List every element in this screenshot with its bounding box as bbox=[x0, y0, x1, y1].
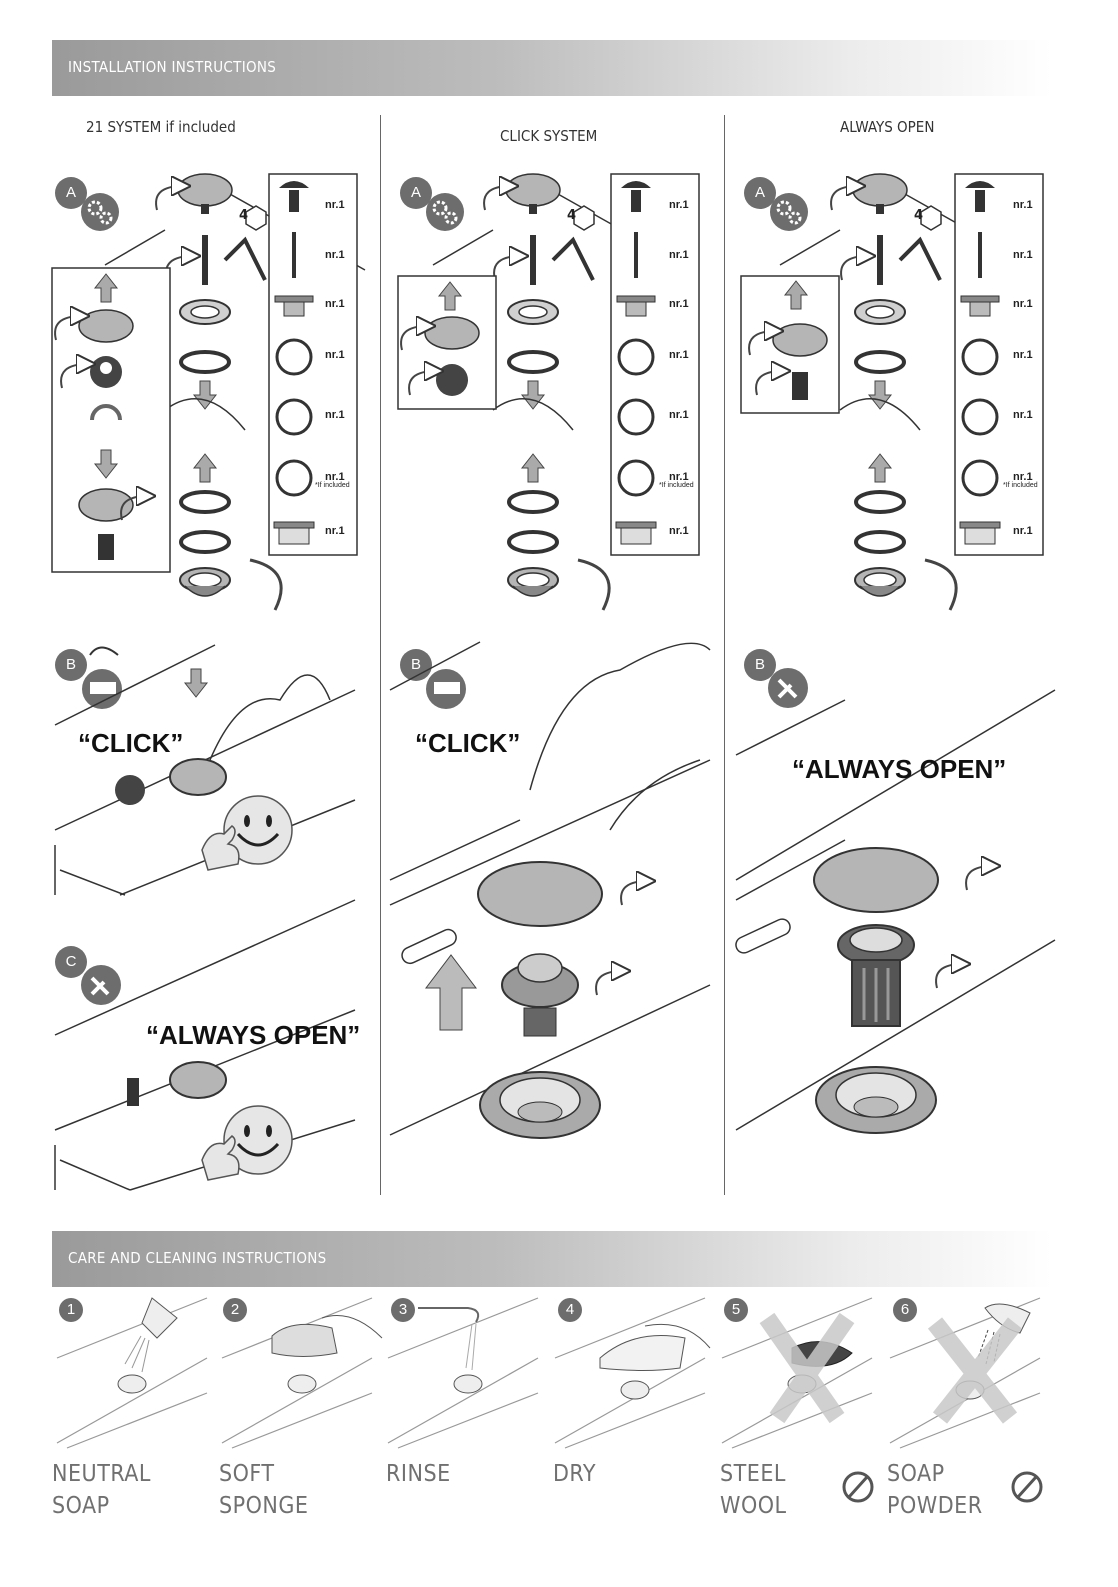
column-divider-2 bbox=[724, 115, 725, 1195]
care-step-label: SOFT SPONGE bbox=[219, 1461, 309, 1519]
column2-step-b bbox=[389, 641, 711, 1139]
care-step-number: 2 bbox=[223, 1298, 247, 1322]
part-quantity-label: nr.1 bbox=[1013, 471, 1033, 483]
column1-step-c bbox=[54, 899, 356, 1191]
part-note-label: *If included bbox=[1003, 482, 1038, 489]
part-quantity-label: nr.1 bbox=[1013, 409, 1033, 421]
step-a-badge: A bbox=[410, 184, 421, 201]
care-banner: CARE AND CLEANING INSTRUCTIONS bbox=[52, 1231, 1052, 1287]
care-step-number: 5 bbox=[724, 1298, 748, 1322]
care-step-label: RINSE bbox=[386, 1461, 451, 1487]
column1-step-b bbox=[54, 644, 356, 896]
care-step-label: STEEL WOOL bbox=[720, 1461, 787, 1519]
step-b-badge: B bbox=[410, 656, 421, 673]
callout-click: “CLICK” bbox=[78, 728, 184, 758]
part-quantity-label: nr.1 bbox=[669, 525, 689, 537]
part-quantity-label: nr.1 bbox=[325, 471, 345, 483]
part-quantity-label: nr.1 bbox=[669, 409, 689, 421]
forbidden-icon bbox=[842, 1471, 874, 1503]
step-b-badge: B bbox=[754, 656, 765, 673]
part-quantity-label: nr.1 bbox=[325, 525, 345, 537]
column3-step-b bbox=[735, 649, 1056, 1134]
step-a-badge: A bbox=[65, 184, 76, 201]
part-quantity-label: nr.1 bbox=[325, 349, 345, 361]
part-quantity-label: nr.1 bbox=[669, 199, 689, 211]
part-quantity-label: nr.1 bbox=[1013, 525, 1033, 537]
column-title-always-open: ALWAYS OPEN bbox=[840, 118, 935, 136]
column2-step-a bbox=[397, 174, 701, 610]
care-title: CARE AND CLEANING INSTRUCTIONS bbox=[68, 1249, 327, 1267]
part-quantity-label: nr.1 bbox=[669, 349, 689, 361]
column1-step-a bbox=[51, 174, 365, 610]
part-quantity-label: nr.1 bbox=[1013, 199, 1033, 211]
column-title-21-system: 21 SYSTEM if included bbox=[86, 118, 236, 136]
care-step-label: SOAP POWDER bbox=[887, 1461, 983, 1519]
part-quantity-label: nr.1 bbox=[1013, 298, 1033, 310]
installation-title: INSTALLATION INSTRUCTIONS bbox=[68, 58, 277, 76]
care-step-label: DRY bbox=[553, 1461, 596, 1487]
part-quantity-label: nr.1 bbox=[325, 409, 345, 421]
part-quantity-label: nr.1 bbox=[1013, 249, 1033, 261]
part-quantity-label: nr.1 bbox=[669, 471, 689, 483]
part-quantity-label: nr.1 bbox=[1013, 349, 1033, 361]
column-divider-1 bbox=[380, 115, 381, 1195]
part-quantity-label: nr.1 bbox=[669, 298, 689, 310]
part-quantity-label: nr.1 bbox=[325, 298, 345, 310]
step-c-badge: C bbox=[65, 953, 77, 970]
step-a-badge: A bbox=[754, 184, 765, 201]
care-step-number: 1 bbox=[59, 1298, 83, 1322]
part-quantity-label: nr.1 bbox=[669, 249, 689, 261]
callout-always-open: “ALWAYS OPEN” bbox=[146, 1020, 361, 1050]
care-step-number: 6 bbox=[893, 1298, 917, 1322]
column-title-click-system: CLICK SYSTEM bbox=[500, 127, 598, 145]
hex-key-size: 4 bbox=[239, 208, 249, 223]
care-illustrations bbox=[56, 1297, 1041, 1449]
care-step-number: 3 bbox=[391, 1298, 415, 1322]
part-quantity-label: nr.1 bbox=[325, 199, 345, 211]
care-step-number: 4 bbox=[558, 1298, 582, 1322]
step-b-badge: B bbox=[65, 656, 76, 673]
care-step-label: NEUTRAL SOAP bbox=[52, 1461, 151, 1519]
hex-key-size: 4 bbox=[914, 208, 924, 223]
callout-click: “CLICK” bbox=[415, 728, 521, 758]
part-quantity-label: nr.1 bbox=[325, 249, 345, 261]
installation-banner: INSTALLATION INSTRUCTIONS bbox=[52, 40, 1052, 96]
forbidden-icon bbox=[1011, 1471, 1043, 1503]
hex-key-size: 4 bbox=[567, 208, 577, 223]
callout-always-open: “ALWAYS OPEN” bbox=[792, 754, 1007, 784]
part-note-label: *If included bbox=[315, 482, 350, 489]
part-note-label: *If included bbox=[659, 482, 694, 489]
column3-step-a bbox=[740, 174, 1045, 610]
